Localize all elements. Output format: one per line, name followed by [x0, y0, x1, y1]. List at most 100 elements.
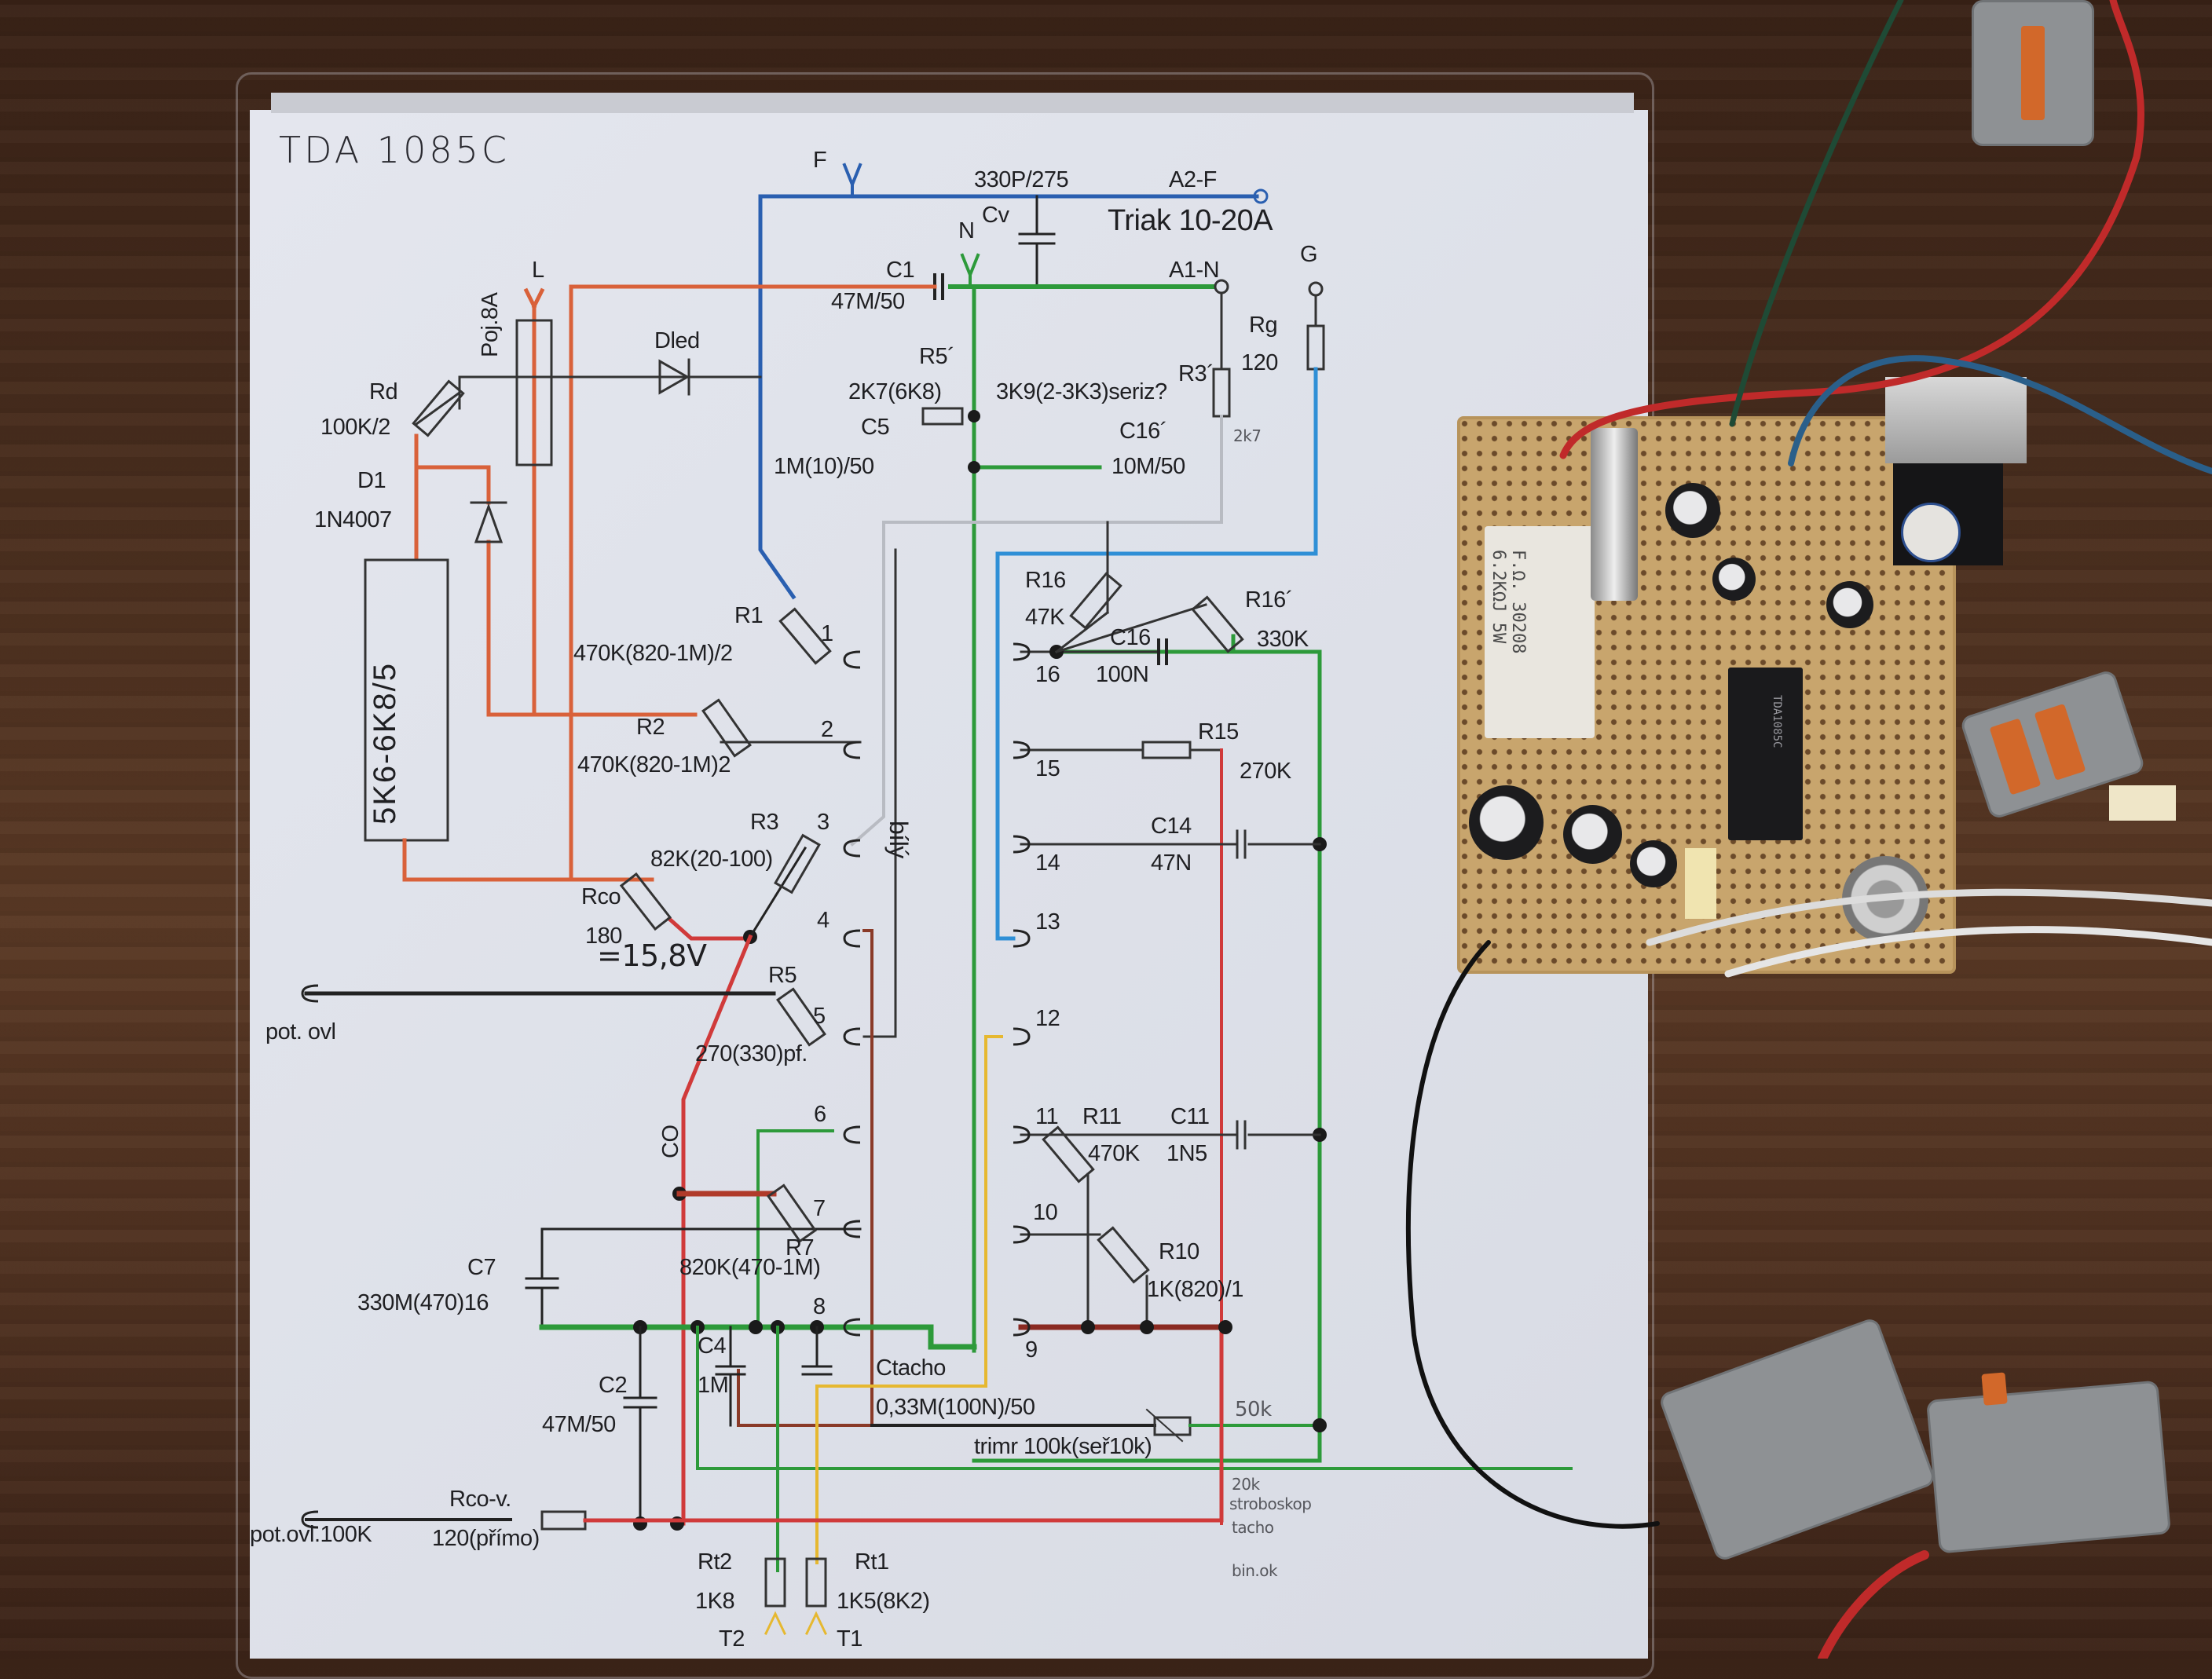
- value-C16p: 10M/50: [1111, 454, 1185, 479]
- tda1085c-ic: [1728, 668, 1803, 840]
- pin-12: 12: [1035, 1006, 1060, 1031]
- electrolytic-cap-4: [1469, 785, 1544, 860]
- pin-8: 8: [813, 1294, 826, 1319]
- value-R15: 270K: [1240, 759, 1291, 784]
- schematic-paper: [250, 110, 1648, 1659]
- pin-11: 11: [1035, 1104, 1059, 1129]
- value-C2: 47M/50: [542, 1412, 616, 1437]
- handnote-2: stroboskop: [1229, 1494, 1312, 1513]
- label-pot-ovl: pot. ovl: [266, 1019, 336, 1044]
- pin-10: 10: [1033, 1200, 1058, 1225]
- trimmer-pot: [1901, 503, 1961, 562]
- label-Rco-v: Rco-v.: [449, 1487, 511, 1512]
- value-C14: 47N: [1151, 850, 1192, 876]
- pin-14: 14: [1035, 850, 1060, 876]
- paper-top-strip: [271, 93, 1634, 113]
- wago-lever: [1989, 718, 2042, 796]
- handnote-1: 20k: [1232, 1475, 1260, 1494]
- pin-15: 15: [1035, 756, 1060, 781]
- pin-7: 7: [813, 1196, 826, 1221]
- label-A2: A2-F: [1169, 167, 1217, 192]
- label-C16: C16: [1110, 625, 1151, 650]
- label-R16: R16: [1025, 568, 1066, 593]
- value-R1: 470K(820-1M)/2: [573, 641, 733, 666]
- electrolytic-cap-2: [1712, 558, 1756, 601]
- value-Rco-v: 120(přímo): [432, 1526, 540, 1551]
- label-T1: T1: [837, 1626, 862, 1652]
- label-R10: R10: [1159, 1239, 1199, 1264]
- electrolytic-cap-6: [1630, 840, 1677, 887]
- label-pot-ovl-100k: pot.ovl.100K: [250, 1522, 372, 1547]
- label-C5: C5: [861, 415, 890, 440]
- label-Rt1: Rt1: [855, 1549, 889, 1575]
- value-C5: 1M(10)/50: [774, 454, 874, 479]
- wago-connector-4: [1926, 1372, 2171, 1554]
- label-G: G: [1300, 242, 1318, 267]
- value-C11: 1N5: [1166, 1141, 1207, 1166]
- label-D1: D1: [357, 468, 386, 493]
- label-R16p: R16´: [1245, 587, 1293, 613]
- note-trimr: 50k: [1235, 1398, 1272, 1421]
- handnote-3: tacho: [1232, 1518, 1274, 1537]
- glass-fuse: [1591, 428, 1638, 601]
- label-F: F: [813, 148, 827, 173]
- value-R3: 82K(20-100): [650, 847, 773, 872]
- value-R7: 820K(470-1M): [679, 1255, 821, 1280]
- electrolytic-cap-1: [1665, 483, 1720, 538]
- wire-F-blue: [758, 194, 1259, 600]
- label-C2: C2: [599, 1373, 628, 1398]
- value-R16p: 330K: [1257, 627, 1309, 652]
- pin-3: 3: [817, 810, 830, 835]
- wire-white-2: [1724, 926, 2212, 978]
- wire-red-bottom-loose: [1818, 1550, 1929, 1659]
- label-Ctacho: Ctacho: [876, 1355, 946, 1381]
- pin-4: 4: [817, 908, 830, 933]
- pin-2: 2: [821, 717, 833, 742]
- wago-lever: [2021, 26, 2045, 120]
- label-triac: Triak 10-20A: [1108, 204, 1273, 237]
- heatsink: [1885, 377, 2027, 463]
- value-D1: 1N4007: [314, 507, 392, 532]
- wire-blue-loose: [1788, 355, 2212, 474]
- film-resistor: [1685, 848, 1716, 919]
- pin-13: 13: [1035, 909, 1060, 935]
- label-Rco: Rco: [581, 884, 621, 909]
- wago-lever: [1981, 1372, 2008, 1406]
- value-trimr: trimr 100k(seř10k): [974, 1434, 1152, 1459]
- wire-gray: [850, 415, 1223, 847]
- label-C14: C14: [1151, 814, 1192, 839]
- schematic-title: TDA 1085C: [279, 129, 510, 171]
- value-Rt2: 1K8: [695, 1589, 735, 1614]
- label-R7: R7: [786, 1235, 815, 1260]
- label-R1: R1: [734, 603, 764, 628]
- label-C4: C4: [698, 1333, 727, 1359]
- value-C16: 100N: [1096, 662, 1149, 687]
- value-Rd: 100K/2: [320, 415, 390, 440]
- label-C7: C7: [467, 1255, 496, 1280]
- wire-red-loose: [1559, 0, 2145, 459]
- label-Rd: Rd: [369, 379, 398, 404]
- label-T2: T2: [719, 1626, 745, 1652]
- value-R5p: 2K7(6K8): [848, 379, 942, 404]
- label-cv: Cv: [982, 203, 1009, 228]
- F-terminal: [842, 163, 862, 198]
- value-R11: 470K: [1088, 1141, 1140, 1166]
- label-A1: A1-N: [1169, 258, 1220, 283]
- value-R3p: 3K9(2-3K3)seriz?: [996, 379, 1167, 404]
- label-R2: R2: [636, 715, 665, 740]
- wire-yellow: [815, 1035, 1003, 1564]
- pin-16: 16: [1035, 662, 1060, 687]
- pin-9: 9: [1025, 1337, 1038, 1363]
- wire-right-green: [972, 649, 1322, 1463]
- value-Rg: 120: [1241, 350, 1278, 375]
- wire-G-lightblue: [995, 367, 1318, 941]
- film-capacitor: [2109, 785, 2176, 821]
- note-voltage: =15,8V: [597, 938, 707, 973]
- label-R5p: R5´: [919, 344, 955, 369]
- value-C7: 330M(470)16: [357, 1290, 489, 1315]
- note-R3p: 2k7: [1233, 426, 1262, 445]
- value-Rt1: 1K5(8K2): [837, 1589, 930, 1614]
- handnote-4: bin.ok: [1232, 1561, 1278, 1580]
